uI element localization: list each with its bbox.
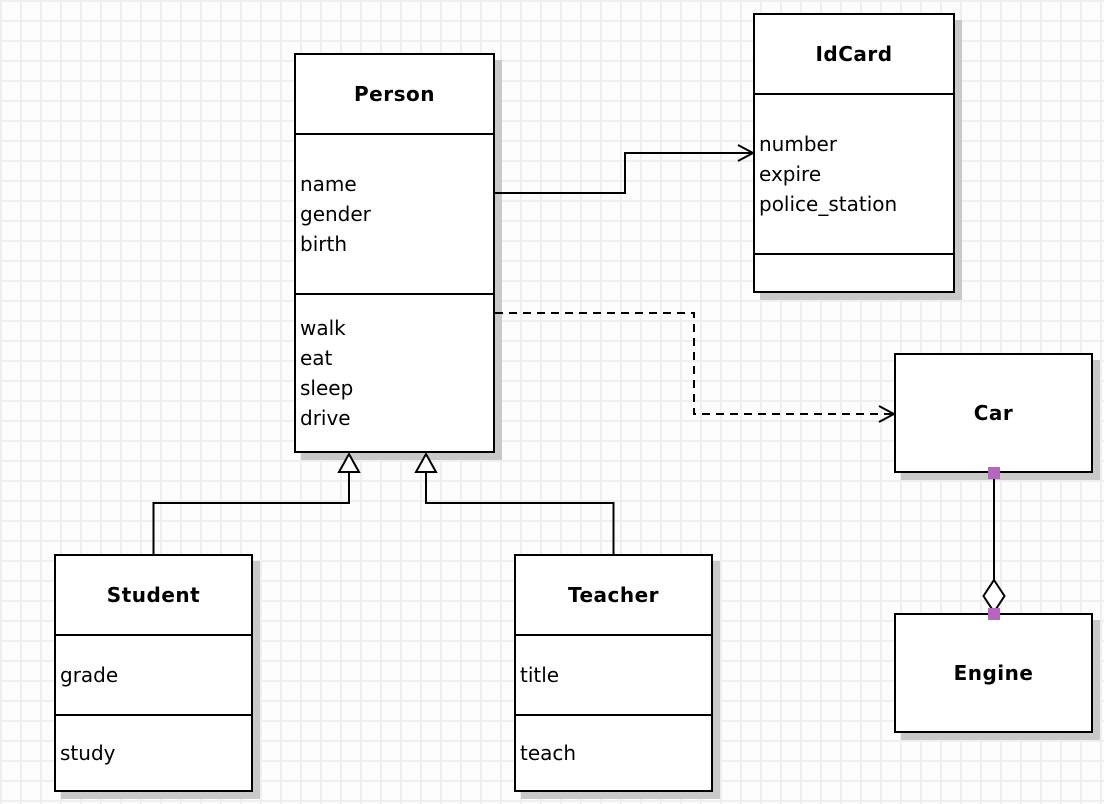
class-title-idcard: IdCard	[815, 42, 893, 66]
method-row: sleep	[300, 376, 354, 400]
class-title-engine: Engine	[953, 661, 1034, 685]
attribute-row: number	[759, 132, 838, 156]
method-row: teach	[520, 741, 577, 765]
class-title-teacher: Teacher	[567, 583, 660, 607]
class-title-student: Student	[106, 583, 201, 607]
association-person-idcard[interactable]	[495, 144, 756, 194]
attribute-row: police_station	[759, 192, 898, 216]
inheritance-triangle-teacher-icon	[414, 451, 438, 473]
class-box-teacher[interactable]: Teacher title teach	[514, 554, 713, 792]
attribute-row: title	[520, 663, 560, 687]
inheritance-student-person[interactable]	[152, 472, 350, 554]
class-attributes-idcard: number expire police_station	[755, 93, 953, 253]
class-attributes-person: name gender birth	[296, 133, 493, 293]
class-box-engine[interactable]: Engine	[894, 613, 1093, 733]
class-methods-student: study	[56, 714, 251, 790]
class-title-person: Person	[354, 82, 435, 106]
aggregation-diamond-icon	[982, 578, 1006, 614]
class-methods-person: walk eat sleep drive	[296, 293, 493, 451]
dependency-person-car[interactable]	[495, 312, 897, 423]
method-row: eat	[300, 346, 333, 370]
attribute-row: birth	[300, 232, 347, 256]
attribute-row: name	[300, 172, 357, 196]
class-methods-idcard	[755, 253, 953, 291]
attribute-row: expire	[759, 162, 822, 186]
inheritance-triangle-student-icon	[337, 451, 361, 473]
attribute-row: gender	[300, 202, 371, 226]
inheritance-teacher-person[interactable]	[425, 472, 615, 554]
class-attributes-student: grade	[56, 634, 251, 714]
class-box-idcard[interactable]: IdCard number expire police_station	[753, 13, 955, 293]
class-attributes-teacher: title	[516, 634, 711, 714]
method-row: study	[60, 741, 116, 765]
class-box-person[interactable]: Person name gender birth walk eat sleep …	[294, 53, 495, 453]
class-title-car: Car	[973, 401, 1014, 425]
class-box-student[interactable]: Student grade study	[54, 554, 253, 792]
attribute-row: grade	[60, 663, 119, 687]
class-methods-teacher: teach	[516, 714, 711, 790]
method-row: drive	[300, 406, 351, 430]
class-box-car[interactable]: Car	[894, 353, 1093, 473]
method-row: walk	[300, 316, 346, 340]
